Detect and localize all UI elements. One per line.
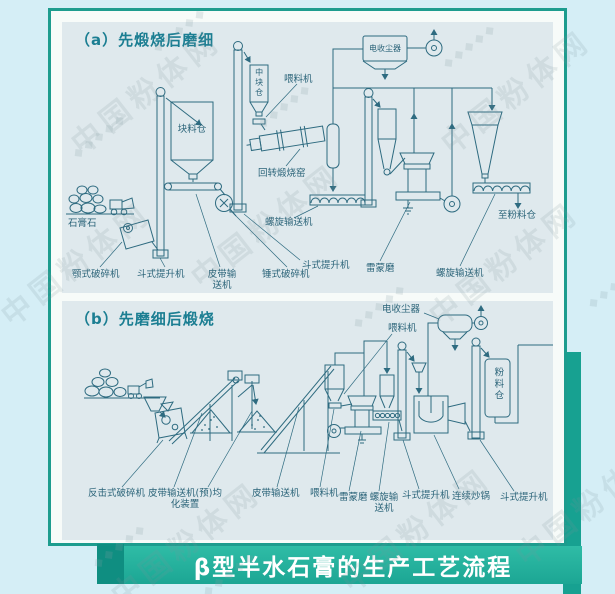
- main-panel: （a）先煅烧后磨细: [48, 8, 567, 546]
- label-impact-crusher: 反击式破碎机: [88, 488, 146, 499]
- block-bin-icon: [170, 101, 214, 182]
- bucket-elevator-b2-icon: [467, 337, 490, 440]
- powder-bin-icon: [484, 344, 553, 424]
- kettle-feed-hopper-icon: [411, 362, 427, 394]
- label-bucket-elevator-b1: 斗式提升机: [402, 490, 450, 501]
- label-raymond-mill-b: 雷蒙磨: [339, 492, 368, 503]
- label-belt-conveyor-homogenizer: 皮带输送机(预)均化装置: [148, 488, 222, 511]
- label-block-bin: 块料仓: [177, 124, 207, 135]
- footer-title-bar: β型半水石膏的生产工艺流程: [124, 546, 582, 584]
- label-rotary-kiln: 回转煅烧窑: [258, 168, 306, 179]
- label-esp-b: 电收尘器: [382, 304, 421, 315]
- loader-icon: [109, 197, 135, 216]
- label-raymond-mill-a: 雷蒙磨: [366, 263, 395, 274]
- cyclone-icon: [467, 111, 503, 183]
- label-continuous-kettle: 连续炒锅: [452, 491, 491, 502]
- label-belt-conveyor: 皮带输送机: [207, 269, 237, 292]
- impact-crusher-icon: [154, 401, 188, 444]
- right-accent-stripe: [563, 352, 581, 594]
- label-mid-block-bin: 中块仓: [254, 68, 264, 98]
- label-bucket-elevator-1: 斗式提升机: [137, 269, 185, 280]
- esp-b-icon: [437, 314, 473, 351]
- rock-pile-icon: [84, 368, 160, 399]
- rotary-kiln-icon: [246, 123, 340, 192]
- bucket-elevator-3-icon: [360, 88, 381, 208]
- label-to-powder-bin: 至粉料仓: [498, 210, 537, 221]
- gypsum-rock-pile-icon: [66, 185, 134, 215]
- separator-cyclone-icon: [379, 374, 395, 409]
- footer-accent-square: [97, 544, 124, 584]
- raymond-mill-b-icon: [344, 395, 382, 444]
- raymond-mill-icon: [395, 152, 441, 215]
- bucket-elevator-2-icon: [229, 41, 251, 213]
- label-feeder-b: 喂料机: [310, 488, 339, 499]
- diagram-a-flowsheet: [66, 29, 531, 268]
- leader-lines-a: [99, 83, 496, 268]
- label-feeder-top: 喂料机: [388, 323, 417, 334]
- screw-conveyor-1-icon: [309, 194, 366, 206]
- diagram-b-section: （b）先磨细后煅烧: [62, 301, 553, 540]
- diagram-b-title: （b）先磨细后煅烧: [75, 310, 215, 328]
- label-screw-conveyor-b: 螺旋输送机: [369, 492, 399, 515]
- mill-fan-b-icon: [327, 424, 345, 438]
- esp-icon: [362, 35, 408, 80]
- inclined-conveyor-1-icon: [168, 370, 243, 445]
- label-feeder-a: 喂料机: [284, 74, 313, 85]
- duct-lines: [332, 48, 496, 196]
- label-gypsum-stone: 石膏石: [68, 218, 97, 229]
- diagram-a-section: （a）先煅烧后磨细: [62, 22, 553, 293]
- diagram-b-flowsheet: [84, 305, 553, 492]
- bucket-elevator-b1-icon: [393, 341, 415, 441]
- exhaust-fan-icon: [407, 29, 443, 57]
- label-bucket-elevator-2: 斗式提升机: [302, 260, 350, 271]
- label-bucket-elevator-b2: 斗式提升机: [500, 492, 548, 503]
- duct-lines-b: [334, 322, 438, 396]
- flowsheet-b-lines: [84, 305, 553, 454]
- page-title: β型半水石膏的生产工艺流程: [193, 555, 513, 581]
- label-esp-a: 电收尘器: [369, 44, 401, 53]
- screw-conveyor-2-icon: [472, 182, 531, 209]
- label-screw-conveyor-2: 螺旋输送机: [436, 268, 484, 279]
- label-belt-conveyor-2: 皮带输送机: [252, 488, 300, 499]
- stacker-icon: [237, 374, 260, 429]
- jaw-crusher-icon: [119, 219, 159, 251]
- exhaust-fan-b-icon: [472, 305, 488, 330]
- label-powder-bin: 粉料仓: [492, 367, 504, 402]
- watermark-diamonds: ◆◆◆◆◆: [585, 259, 615, 312]
- belt-conveyor-icon: [164, 182, 226, 196]
- continuous-kettle-icon: [413, 395, 471, 434]
- diagram-a-title: （a）先煅烧后磨细: [75, 31, 215, 49]
- homogenizing-pile-2-icon: [237, 410, 277, 433]
- kiln-feeder-icon: [252, 118, 266, 131]
- label-hammer-crusher: 锤式破碎机: [262, 269, 310, 280]
- mill-feed-hopper-icon: [377, 108, 406, 176]
- loader-icon-b: [127, 378, 154, 399]
- leader-lines-b: [121, 312, 515, 492]
- screw-conveyor-b-icon: [372, 410, 403, 432]
- label-jaw-crusher: 颚式破碎机: [72, 269, 120, 280]
- label-screw-conveyor-1: 螺旋输送机: [265, 217, 313, 228]
- flowsheet-a-lines: [66, 29, 531, 259]
- mill-feed-cyclone-icon: [324, 364, 353, 409]
- homogenizing-pile-1-icon: [190, 409, 232, 434]
- bucket-elevator-1-icon: [152, 87, 202, 259]
- mid-block-bin-icon: [249, 64, 269, 117]
- mill-fan-icon: [439, 195, 461, 213]
